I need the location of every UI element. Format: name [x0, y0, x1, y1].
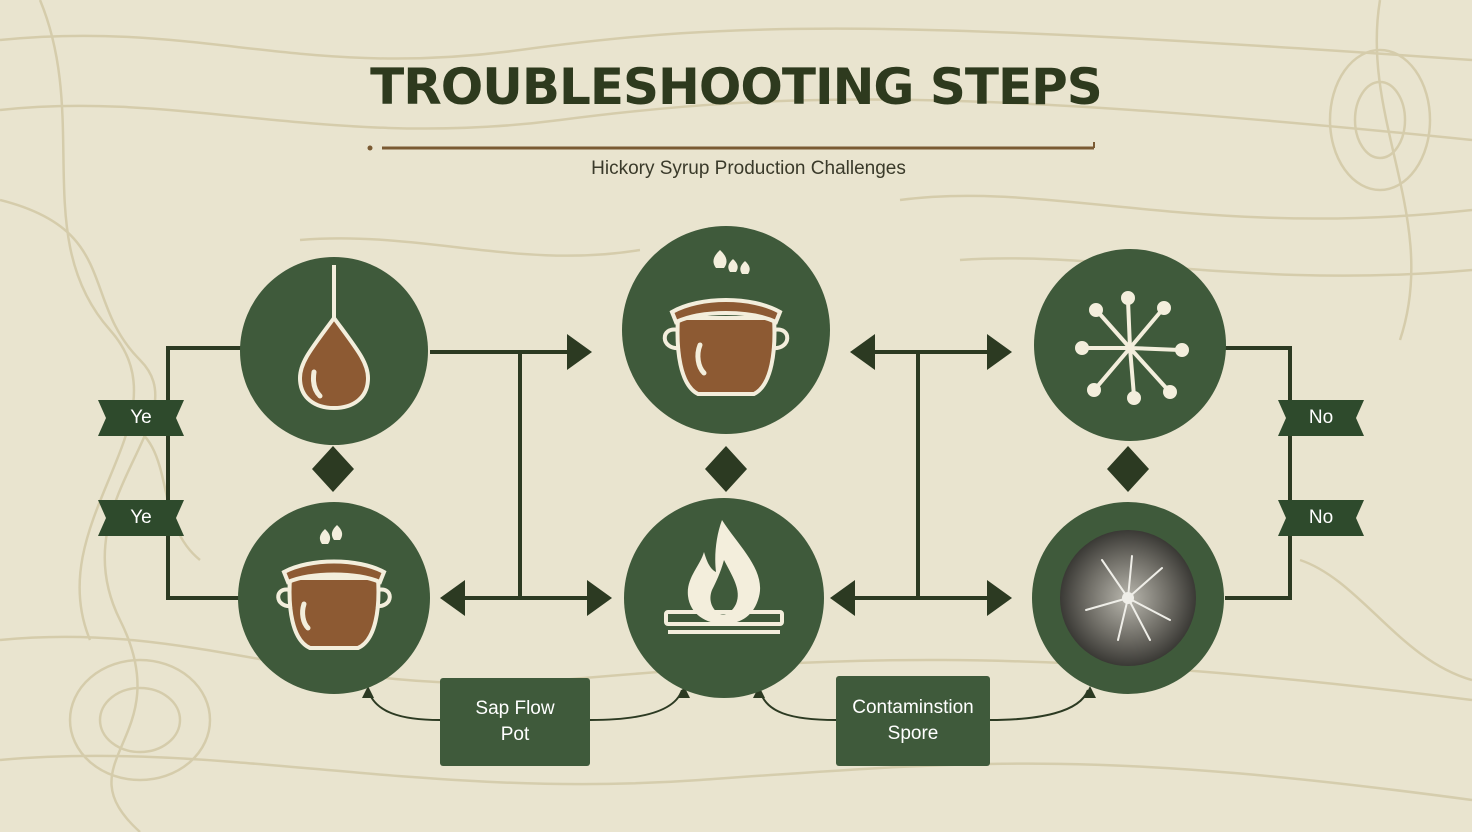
- fungus-spore-icon: [1075, 291, 1189, 405]
- steaming-pot-icon: [276, 525, 392, 650]
- label-box-contamination: Contaminstion Spore: [836, 676, 990, 766]
- node-mold-contamination[interactable]: [1032, 502, 1224, 694]
- decision-diamonds: [312, 446, 1149, 492]
- branch-tag-right-top: No: [1278, 400, 1364, 436]
- node-fire-burner[interactable]: [624, 498, 824, 698]
- branch-tag-label: No: [1308, 507, 1334, 528]
- branch-tag-label: Ye: [130, 507, 152, 528]
- node-boiling-pot[interactable]: [622, 226, 830, 434]
- label-box-sap-flow: Sap Flow Pot: [440, 678, 590, 766]
- label-box-line: Spore: [887, 723, 939, 744]
- label-box-line: Pot: [500, 724, 530, 745]
- flow-arrowheads: [440, 334, 1012, 616]
- label-box-line: Sap Flow: [475, 698, 555, 719]
- branch-tag-label: Ye: [130, 407, 152, 428]
- branch-tag-left-bottom: Ye: [98, 500, 184, 536]
- node-fungus-spore[interactable]: [1034, 249, 1226, 441]
- sap-drop-icon: [297, 265, 371, 411]
- branch-tag-label: No: [1308, 407, 1334, 428]
- page-title: TROUBLESHOOTING STEPS: [370, 58, 1103, 116]
- fire-burner-icon: [664, 520, 784, 634]
- branch-tag-right-bottom: No: [1278, 500, 1364, 536]
- flow-connectors: [166, 346, 1292, 600]
- boiling-pot-icon: [662, 250, 790, 396]
- node-steaming-pot[interactable]: [238, 502, 430, 694]
- mold-contamination-icon: [1060, 530, 1196, 666]
- node-sap-drop[interactable]: [240, 257, 428, 445]
- page-subtitle: Hickory Syrup Production Challenges: [591, 158, 906, 179]
- label-box-line: Contaminstion: [852, 697, 974, 718]
- branch-tag-left-top: Ye: [98, 400, 184, 436]
